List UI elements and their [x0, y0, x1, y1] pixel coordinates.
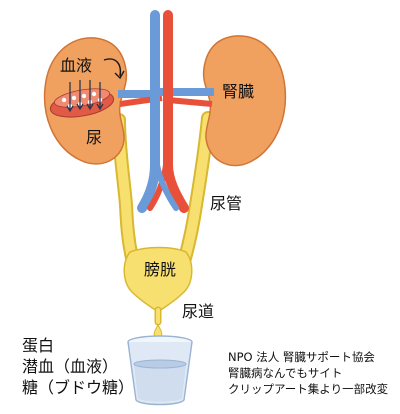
label-ureter: 尿管 — [210, 194, 243, 213]
credit-line-organization: NPO 法人 腎臓サポート協会 — [228, 350, 375, 364]
credit-line-site: 腎臓病なんでもサイト — [228, 366, 343, 380]
bladder — [123, 246, 193, 313]
label-kidney: 腎臓 — [222, 82, 255, 101]
label-urine: 尿 — [86, 128, 103, 147]
urine-cup — [127, 335, 193, 406]
aorta — [163, 10, 189, 213]
flow-arrow-head — [114, 70, 125, 80]
test-item-occult-blood: 潜血（血液） — [22, 357, 119, 376]
label-blood: 血液 — [60, 56, 93, 75]
iliac-vein-right — [154, 162, 179, 211]
vena-cava — [137, 10, 160, 213]
ureter-right-fill — [180, 113, 213, 263]
label-urethra: 尿道 — [182, 302, 215, 321]
credit-line-clipart: クリップアート集より一部改変 — [228, 382, 389, 396]
test-item-protein: 蛋白 — [22, 336, 55, 355]
iliac-artery-left — [147, 162, 169, 211]
flow-arrow-curved — [103, 58, 122, 77]
glomerulus-detail — [49, 80, 115, 118]
label-bladder: 膀胱 — [144, 260, 177, 279]
renal-artery-right — [167, 97, 213, 107]
kidney-right — [202, 35, 287, 167]
test-item-glucose: 糖（ブドウ糖） — [22, 378, 135, 397]
